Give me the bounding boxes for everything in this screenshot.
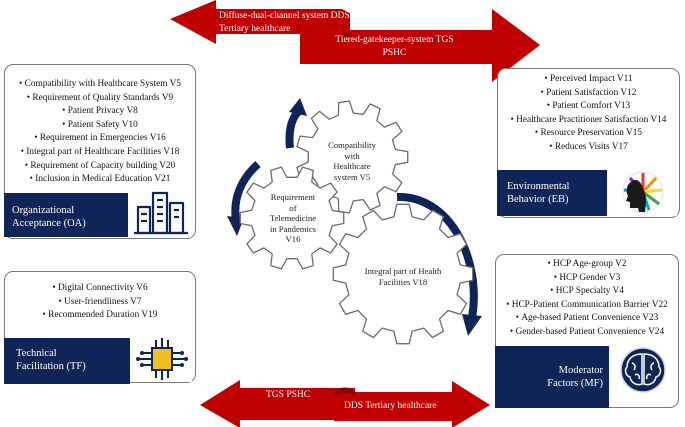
list-item: Resource Preservation V15 [498, 127, 679, 141]
list-item: Patient Satisfaction V12 [498, 87, 679, 101]
gear-bottom-label: Integral part of Health Facilities V18 [364, 266, 442, 287]
organizational-title: Organizational Acceptance (OA) [4, 193, 128, 237]
curved-arrow-right-head [462, 314, 482, 336]
list-item: Compatibility with Healthcare System V5 [5, 78, 195, 92]
list-item: User-friendliness V7 [5, 296, 195, 310]
curved-arrow-top-left [285, 109, 302, 149]
technical-list: Digital Connectivity V6 User-friendlines… [5, 282, 195, 323]
list-item: Patient Comfort V13 [498, 100, 679, 114]
list-item: Requirement of Quality Standards V9 [5, 92, 195, 106]
top-left-banner-label: Diffuse-dual-channel system DDS Tertiary… [219, 11, 350, 34]
gear-left-shape [239, 166, 345, 270]
environmental-list: Perceived Impact V11 Patient Satisfactio… [498, 73, 679, 155]
list-item: Integral part of Healthcare Facilities V… [5, 146, 195, 160]
list-item: Requirement of Capacity building V20 [5, 160, 195, 174]
bottom-banner-curl [334, 387, 355, 396]
technical-title: Technical Facilitation (TF) [4, 338, 130, 384]
curved-arrow-top-left-head [289, 98, 307, 116]
organizational-list: Compatibility with Healthcare System V5 … [5, 78, 195, 187]
microchip-icon [132, 336, 192, 382]
list-item: Patient Privacy V8 [5, 105, 195, 119]
list-item: Gender-based Patient Convenience V24 [496, 326, 678, 340]
city-buildings-icon [130, 189, 192, 237]
bottom-left-banner-shape [200, 380, 355, 427]
gear-left-label: Requirement of Telemedicine in Pandemics… [269, 192, 317, 244]
top-banner-curl [342, 31, 350, 38]
gear-top-shape [296, 100, 409, 214]
list-item: Age-based Patient Convenience V23 [496, 312, 678, 326]
moderator-title: Moderator Factors (MF) [495, 346, 609, 408]
curved-arrow-left [231, 161, 261, 221]
list-item: Healthcare Practitioner Satisfaction V14 [498, 114, 679, 128]
list-item: Requirement in Emergencies V16 [5, 132, 195, 146]
colorful-head-profile-icon [609, 168, 677, 216]
bottom-right-banner-label: DDS Tertiary healthcare [344, 401, 437, 411]
top-right-banner-label: Tiered-gatekeeper-system TGS PSHC [335, 35, 454, 58]
bottom-left-banner-label: TGS PSHC [266, 390, 311, 400]
bottom-right-banner-shape [334, 381, 490, 427]
gear-top-label: Compatibility with Healthcare system V5 [328, 140, 376, 182]
list-item: HCP Gender V3 [496, 272, 678, 286]
brain-circuit-icon [611, 345, 675, 395]
environmental-title: Environmental Behavior (EB) [497, 170, 607, 216]
list-item: HCP Specialty V4 [496, 285, 678, 299]
list-item: HCP Age-group V2 [496, 258, 678, 272]
list-item: Reduces Visits V17 [498, 141, 679, 155]
list-item: Digital Connectivity V6 [5, 282, 195, 296]
list-item: HCP-Patient Communication Barrier V22 [496, 299, 678, 313]
list-item: Inclusion in Medical Education V21 [5, 173, 195, 187]
gear-bottom-shape [332, 203, 474, 345]
list-item: Recommended Duration V19 [5, 309, 195, 323]
moderator-list: HCP Age-group V2 HCP Gender V3 HCP Speci… [496, 258, 678, 340]
list-item: Patient Safety V10 [5, 119, 195, 133]
list-item: Perceived Impact V11 [498, 73, 679, 87]
top-right-banner-shape [300, 9, 540, 82]
